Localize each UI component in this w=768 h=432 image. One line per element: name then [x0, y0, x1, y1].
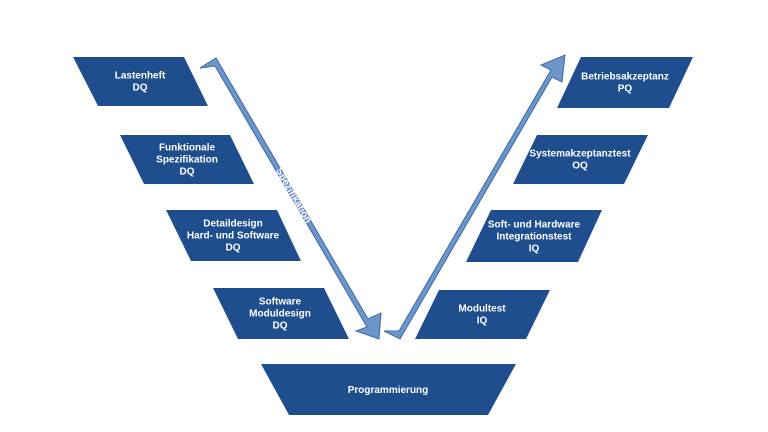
spec-step-box: [73, 57, 208, 106]
spec-step-box-label-line: DQ: [226, 243, 241, 254]
verification-arrow-label: Verifikation: [456, 170, 492, 222]
spec-step-box: [213, 288, 349, 339]
spec-step-box-label-line: Software: [259, 297, 302, 308]
test-step-box-label-line: IQ: [529, 244, 540, 255]
spec-step-box: [166, 210, 301, 261]
test-step-box-label-line: Modultest: [458, 304, 506, 315]
test-step-box: [415, 290, 550, 339]
verification-arrow: [383, 54, 566, 340]
spec-step-box-label-line: DQ: [133, 83, 148, 94]
test-step-box-label-line: Soft- und Hardware: [488, 220, 581, 231]
spec-step-box-label-line: Detaildesign: [203, 219, 262, 230]
test-step-box: [513, 135, 648, 184]
programming-box: [261, 364, 516, 415]
test-step-box-label-line: IQ: [477, 316, 488, 327]
test-step-box-label-line: OQ: [572, 161, 588, 172]
test-step-box-label-line: PQ: [618, 84, 633, 95]
test-step-box-label-line: Integrationstest: [496, 232, 572, 243]
spec-step-box-label-line: Moduldesign: [249, 309, 311, 320]
spec-step-box-label-line: DQ: [273, 321, 288, 332]
spec-step-box-label-line: Lastenheft: [115, 71, 166, 82]
programming-label: Programmierung: [348, 385, 429, 396]
test-step-box-label-line: Betriebsakzeptanz: [581, 72, 669, 83]
spec-step-box: [120, 135, 254, 184]
spec-step-box-label-line: Funktionale: [159, 143, 216, 154]
test-step-box-label-line: Systemakzeptanztest: [529, 149, 631, 160]
test-step-box: [466, 210, 602, 262]
specification-arrow: [199, 57, 382, 340]
spec-step-box-label-line: Spezifikation: [156, 155, 218, 166]
test-step-box: [557, 57, 693, 108]
spec-step-box-label-line: Hard- und Software: [187, 231, 280, 242]
spec-step-box-label-line: DQ: [180, 167, 195, 178]
